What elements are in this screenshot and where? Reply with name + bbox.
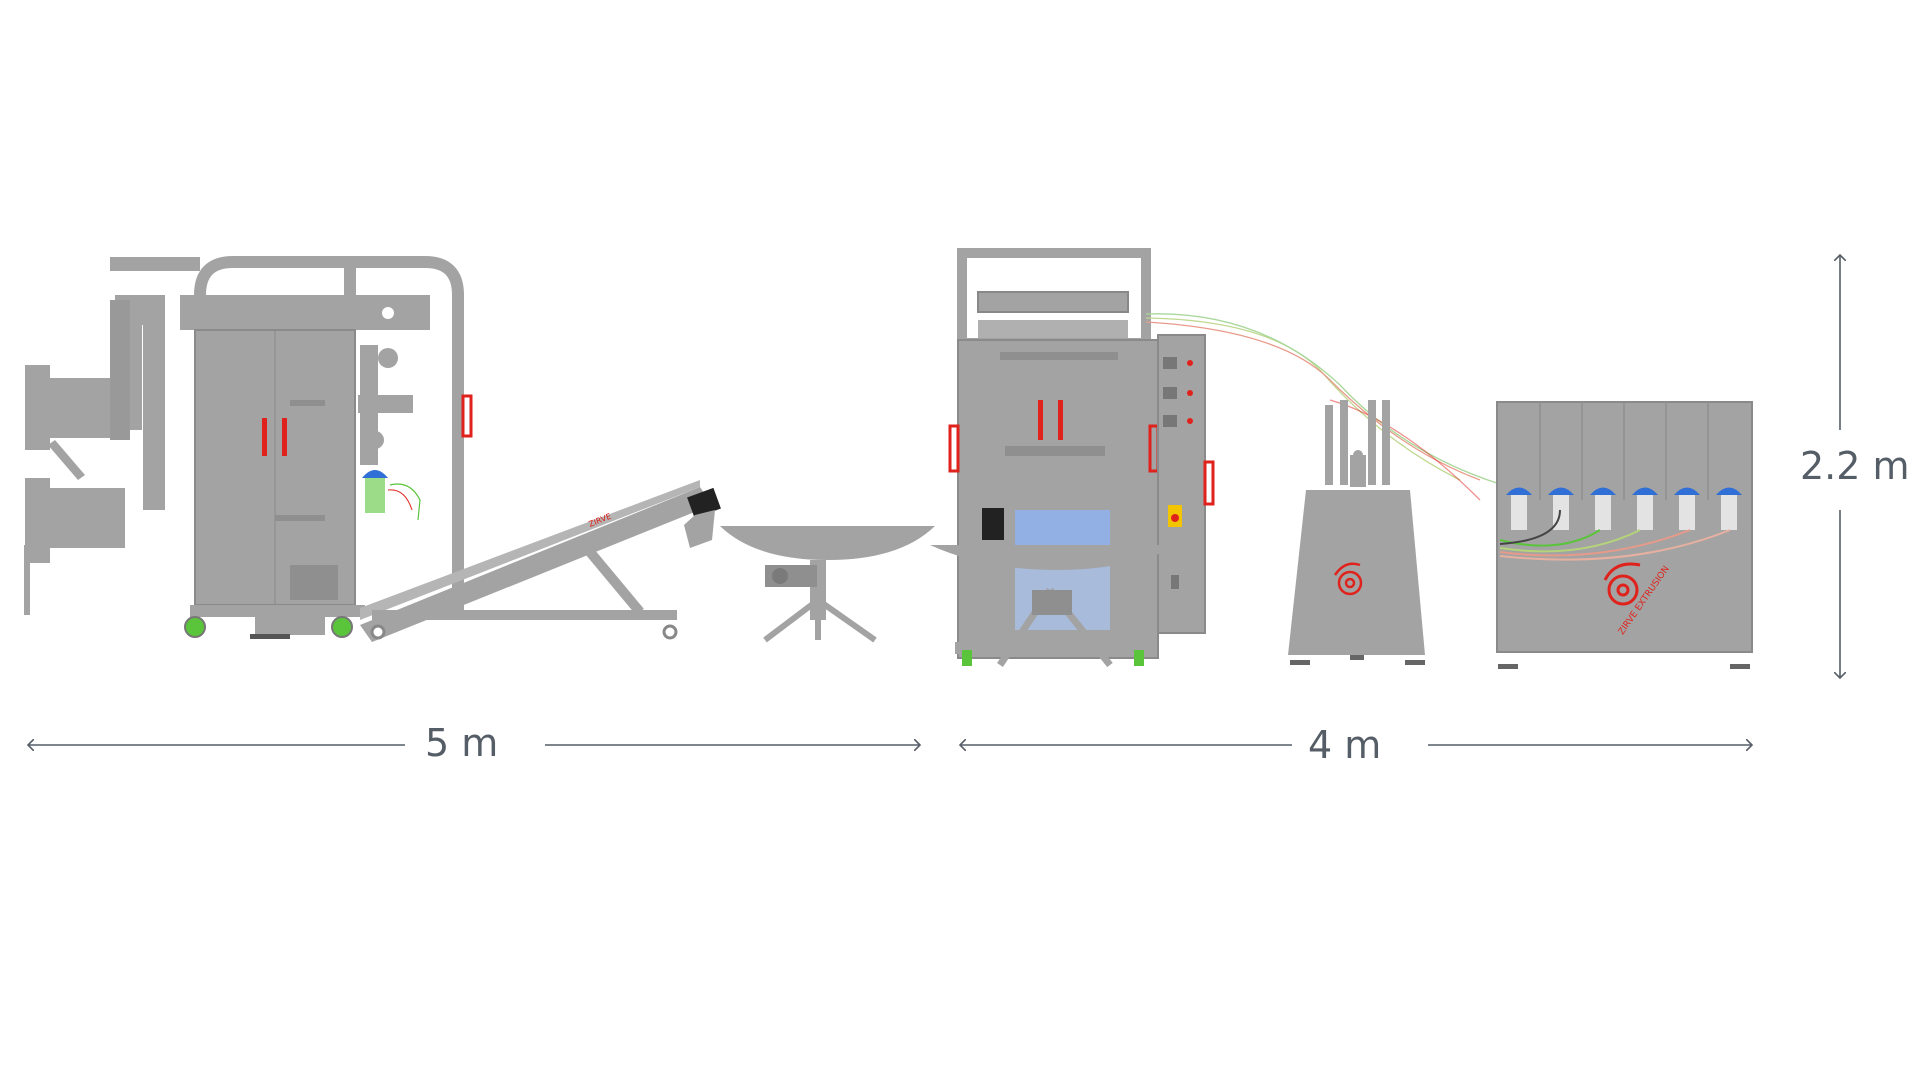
stick-packaging-machine — [930, 248, 1215, 668]
cabinet-handle-left — [262, 418, 267, 456]
drive-motor — [290, 565, 338, 600]
caster-wheels-2 — [962, 650, 1144, 666]
height-label: 2.2 m — [1800, 444, 1910, 488]
control-indicators — [1163, 357, 1193, 589]
sealing-roller — [977, 291, 1129, 313]
film-roll-holder — [24, 257, 200, 615]
side-handle-2-left — [948, 424, 960, 473]
handle-right-2 — [1058, 400, 1063, 440]
film-motor — [982, 508, 1004, 540]
blue-film-roll — [1015, 510, 1110, 550]
forming-tube — [358, 345, 413, 465]
extruder-logo — [1603, 562, 1641, 606]
vertical-packaging-machine — [24, 256, 473, 639]
length-label-left: 5 m — [425, 721, 499, 765]
side-handle — [461, 394, 473, 438]
handle-left-2 — [1038, 400, 1043, 440]
electrical-cabinet — [1157, 334, 1206, 634]
length-label-right: 4 m — [1308, 723, 1382, 767]
hoses — [1145, 313, 1521, 501]
output-tray — [930, 545, 1180, 570]
conveyor-motor — [687, 487, 721, 519]
inclined-conveyor: ZIRVE — [360, 480, 721, 642]
extruder-nozzles — [1506, 487, 1742, 495]
caster-wheels — [184, 616, 353, 639]
top-bar-hole — [382, 307, 394, 319]
pump-cabinet — [1288, 490, 1425, 655]
pump-logo — [1333, 562, 1363, 596]
rotary-collecting-table — [720, 526, 935, 643]
side-handle-2-cabinet — [1203, 460, 1215, 506]
pump-unit — [1288, 400, 1425, 665]
cabinet-handle-right — [282, 418, 287, 456]
extrusion-unit: ZIRVE EXTRUSION — [1496, 401, 1753, 669]
machine-base — [190, 605, 365, 617]
dosing-cone — [362, 470, 388, 478]
extruder-hoses — [1499, 509, 1731, 561]
